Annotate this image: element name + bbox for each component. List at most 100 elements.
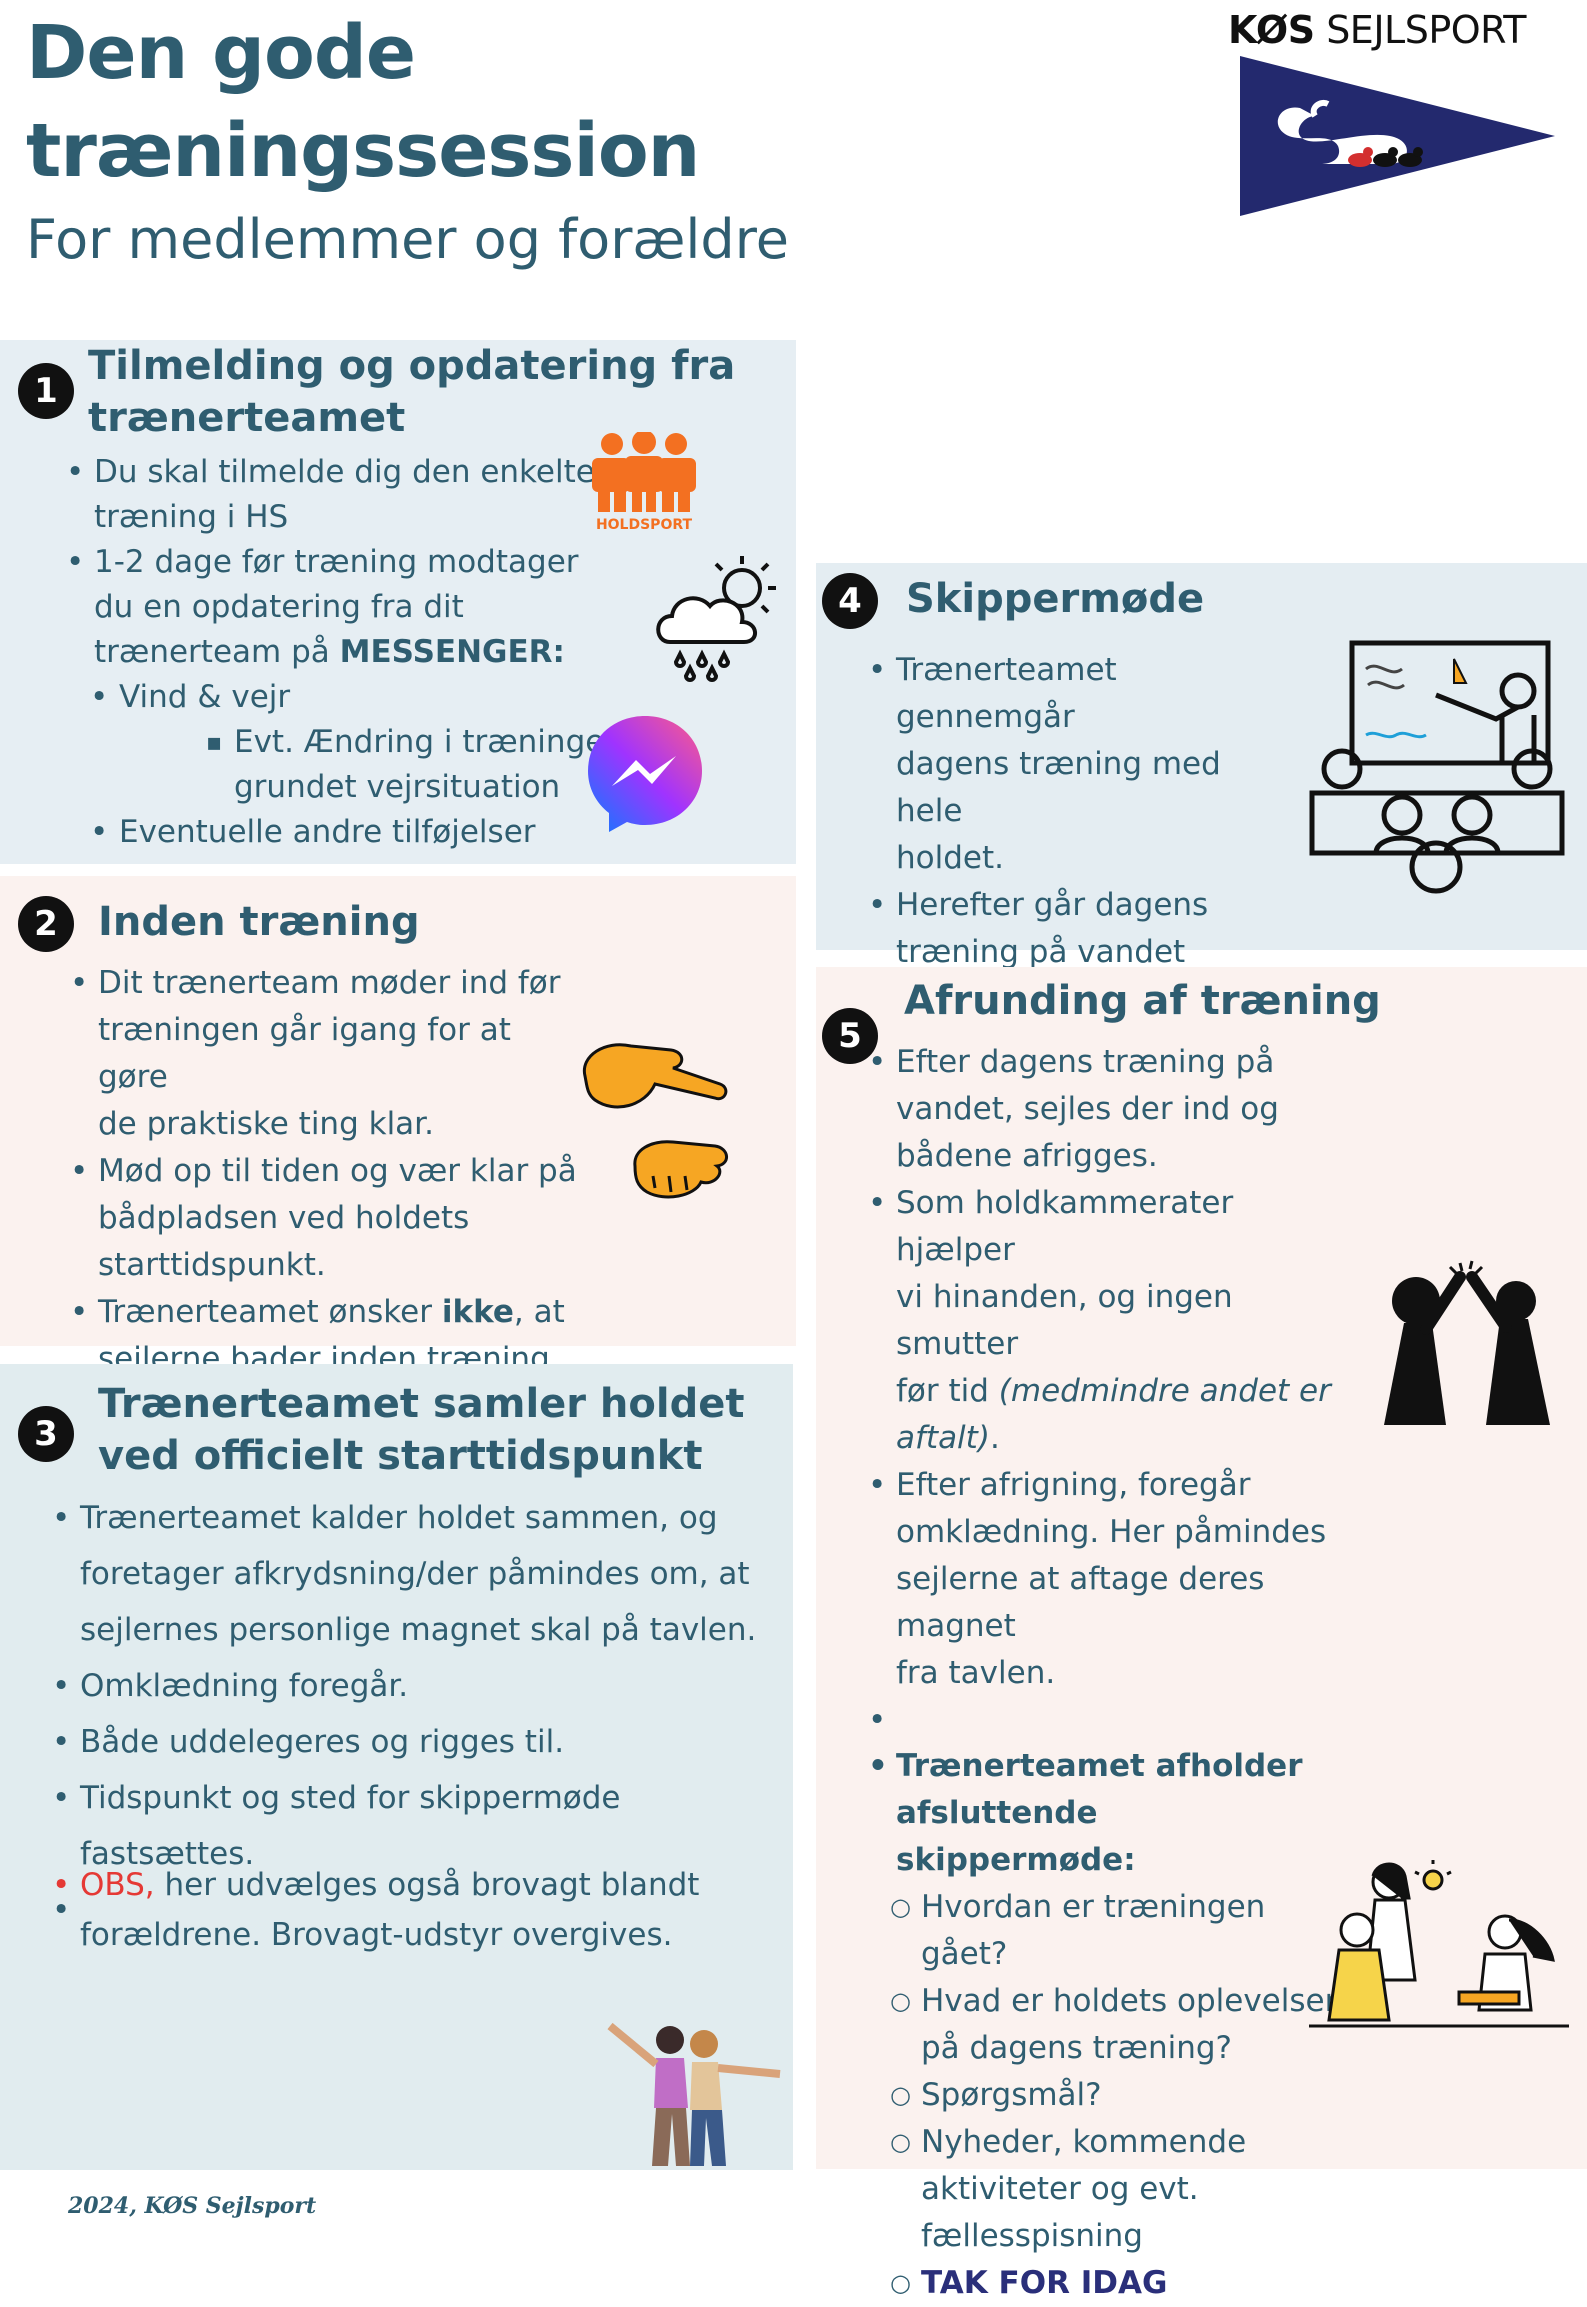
list-item: Spørgsmål? xyxy=(836,2072,1346,2119)
list-text: Mød op til tiden og vær klar på xyxy=(98,1153,577,1189)
list-item: Både uddelegeres og rigges til. xyxy=(50,1714,790,1770)
holdsport-label: HOLDSPORT xyxy=(596,517,693,532)
brand-name-rest: SEJLSPORT xyxy=(1314,8,1526,52)
section-2-list: Dit trænerteam møder ind før træningen gå… xyxy=(68,960,588,1383)
list-text: Vind & vejr xyxy=(119,679,291,715)
list-text: dagens træning med hele xyxy=(896,746,1221,829)
list-text: på dagens træning? xyxy=(921,2030,1232,2066)
list-text: vandet, sejles der ind og xyxy=(896,1091,1279,1127)
list-text: bådene afrigges. xyxy=(896,1138,1158,1174)
list-text: gået? xyxy=(921,1936,1008,1972)
list-item: Trænerteamet afholder afsluttende skipper… xyxy=(866,1743,1346,1884)
list-item: Trænerteamet gennemgår dagens træning med… xyxy=(866,647,1286,882)
list-item: Hvad er holdets oplevelser på dagens træn… xyxy=(836,1978,1346,2072)
list-spacer xyxy=(866,1697,1346,1744)
messenger-label: MESSENGER: xyxy=(339,634,565,670)
section-4-panel: 4 Skippermøde Trænerteamet gennemgår dage… xyxy=(816,563,1587,1017)
list-text: Omklædning foregår. xyxy=(80,1668,409,1704)
list-item: Dit trænerteam møder ind før træningen gå… xyxy=(68,960,588,1148)
section-1-title-line1: Tilmelding og opdatering fra xyxy=(88,343,736,389)
section-3-title: Trænerteamet samler holdet ved officielt… xyxy=(98,1378,744,1482)
list-text: starttidspunkt. xyxy=(98,1247,326,1283)
list-text-bold: ikke xyxy=(441,1294,514,1330)
list-text: træning i HS xyxy=(94,499,289,535)
section-2-panel: 2 Inden træning Dit trænerteam møder ind… xyxy=(0,876,796,1377)
list-text: Nyheder, kommende xyxy=(921,2124,1247,2160)
list-text: Spørgsmål? xyxy=(921,2077,1102,2113)
brand-name: KØS SEJLSPORT xyxy=(1228,8,1527,52)
list-text: du en opdatering fra dit xyxy=(94,589,464,625)
section-1-title: Tilmelding og opdatering fra trænerteame… xyxy=(88,340,735,444)
section-4-title: Skippermøde xyxy=(906,576,1205,622)
list-text: Herefter går dagens xyxy=(896,887,1209,923)
list-text-bold: Trænerteamet afholder xyxy=(896,1748,1303,1784)
list-text: Dit trænerteam møder ind før xyxy=(98,965,561,1001)
section-4-list: Trænerteamet gennemgår dagens træning med… xyxy=(866,647,1286,1023)
list-text-italic: (medmindre andet er xyxy=(998,1373,1331,1409)
weather-icon xyxy=(656,556,776,682)
list-text: omklædning. Her påmindes xyxy=(896,1514,1327,1550)
list-text: vi hinanden, og ingen smutter xyxy=(896,1279,1233,1362)
list-text: Du skal tilmelde dig den enkelte xyxy=(94,454,595,490)
list-text: Hvad er holdets oplevelser xyxy=(921,1983,1338,2019)
list-item: Eventuelle andre tilføjelser xyxy=(34,810,624,855)
list-item: Du skal tilmelde dig den enkelte træning … xyxy=(64,450,624,540)
section-1-panel: 1 Tilmelding og opdatering fra trænertea… xyxy=(0,340,796,864)
list-text: Både uddelegeres og rigges til. xyxy=(80,1724,565,1760)
list-text: , at xyxy=(513,1294,565,1330)
pointing-hands-icon xyxy=(582,1043,728,1199)
list-text: 1-2 dage før træning modtager xyxy=(94,544,579,580)
list-text: forældrene. Brovagt-udstyr overgives. xyxy=(80,1917,673,1953)
footer: 2024, KØS Sejlsport xyxy=(68,2193,317,2219)
list-item: Omklædning foregår. xyxy=(50,1658,790,1714)
team-discussion-icon xyxy=(1309,1860,1569,2028)
section-1-list: Du skal tilmelde dig den enkelte træning … xyxy=(64,450,624,855)
list-item: 1-2 dage før træning modtager du en opdat… xyxy=(64,540,624,675)
section-5-title: Afrunding af træning xyxy=(904,978,1381,1024)
list-text: før tid xyxy=(896,1373,999,1409)
list-text: . xyxy=(989,1420,1000,1456)
list-text: trænerteam på xyxy=(94,634,340,670)
list-item: Mød op til tiden og vær klar på bådpladse… xyxy=(68,1148,588,1289)
list-text: Trænerteamet gennemgår xyxy=(896,652,1117,735)
section-3-panel: 3 Trænerteamet samler holdet ved officie… xyxy=(0,1364,793,2170)
list-text: Eventuelle andre tilføjelser xyxy=(119,814,536,850)
section-4-number: 4 xyxy=(822,573,878,629)
section-1-number: 1 xyxy=(18,363,74,419)
obs-item: OBS, her udvælges også brovagt blandt for… xyxy=(50,1860,790,1960)
section-2-number: 2 xyxy=(18,896,74,952)
list-text: Trænerteamet ønsker xyxy=(98,1294,442,1330)
list-text: her udvælges også brovagt blandt xyxy=(154,1867,700,1903)
list-text: sejlernes personlige magnet skal på tavl… xyxy=(80,1612,757,1648)
section-1-title-line2: trænerteamet xyxy=(88,395,406,441)
list-text: Som holdkammerater hjælper xyxy=(896,1185,1234,1268)
section-2-title: Inden træning xyxy=(98,899,420,945)
list-text-bold: afsluttende skippermøde: xyxy=(896,1795,1136,1878)
list-text: fællesspisning xyxy=(921,2218,1143,2254)
list-item: Som holdkammerater hjælper vi hinanden, o… xyxy=(866,1180,1346,1462)
list-text: grundet vejrsituation xyxy=(234,769,561,805)
list-text: de praktiske ting klar. xyxy=(98,1106,434,1142)
section-3-obs-list: OBS, her udvælges også brovagt blandt for… xyxy=(50,1860,790,1960)
list-text: bådpladsen ved holdets xyxy=(98,1200,470,1236)
brand-name-bold: KØS xyxy=(1228,8,1315,52)
page-title-line1: Den gode xyxy=(26,10,416,96)
list-text: Hvordan er træningen xyxy=(921,1889,1266,1925)
page-subtitle: For medlemmer og forældre xyxy=(26,208,789,271)
meeting-board-icon xyxy=(1309,640,1565,894)
section-3-title-line2: ved officielt starttidspunkt xyxy=(98,1433,703,1479)
obs-label: OBS, xyxy=(80,1867,155,1903)
list-item: Trænerteamet kalder holdet sammen, ogfor… xyxy=(50,1490,790,1658)
friends-illustration xyxy=(607,2022,781,2166)
list-text: Tidspunkt og sted for skippermøde fastsæ… xyxy=(80,1780,621,1872)
holdsport-logo: HOLDSPORT xyxy=(592,432,696,532)
list-text: træningen går igang for at gøre xyxy=(98,1012,511,1095)
list-text: sejlerne at aftage deres magnet xyxy=(896,1561,1265,1644)
messenger-icon xyxy=(588,716,702,832)
section-5-number: 5 xyxy=(822,1008,878,1064)
